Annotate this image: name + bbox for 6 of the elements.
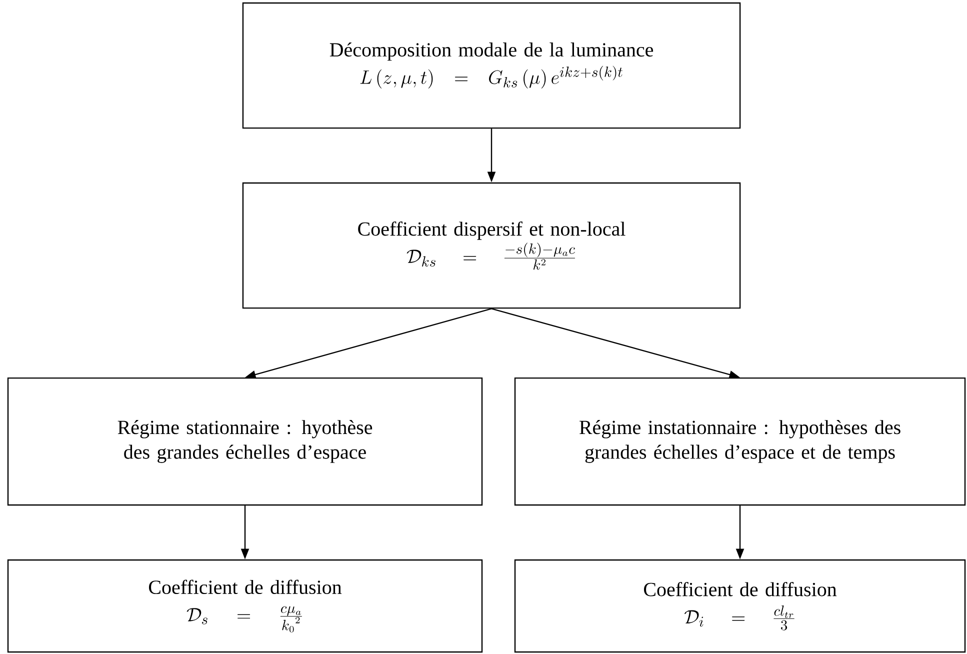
process-box: Coefficient dispersif et non-local $\mathcal{D}_{ks}=\frac{-s(k)-\mu_a c}{k^2}$ — [242, 182, 741, 309]
process-box: Décomposition modale de la luminance $L\left(z,\mu,t\right)=G_{ks}\left(\mu\right)e^{ikz+s(k)t}$ — [242, 2, 741, 129]
process-box: Régime instationnaire : hypothèses des grandes échelles d’espace et de temps — [514, 377, 966, 506]
process-box: Coefficient de diffusion $\mathcal{D}_i=\frac{cl_{tr}}{3}$ — [514, 559, 966, 653]
process-box: Coefficient de diffusion $\mathcal{D}_s=\frac{c\mu_a}{{k_0}^2}$ — [7, 559, 483, 653]
process-box: Régime stationnaire : hyothèse des grandes échelles d’espace — [7, 377, 483, 506]
